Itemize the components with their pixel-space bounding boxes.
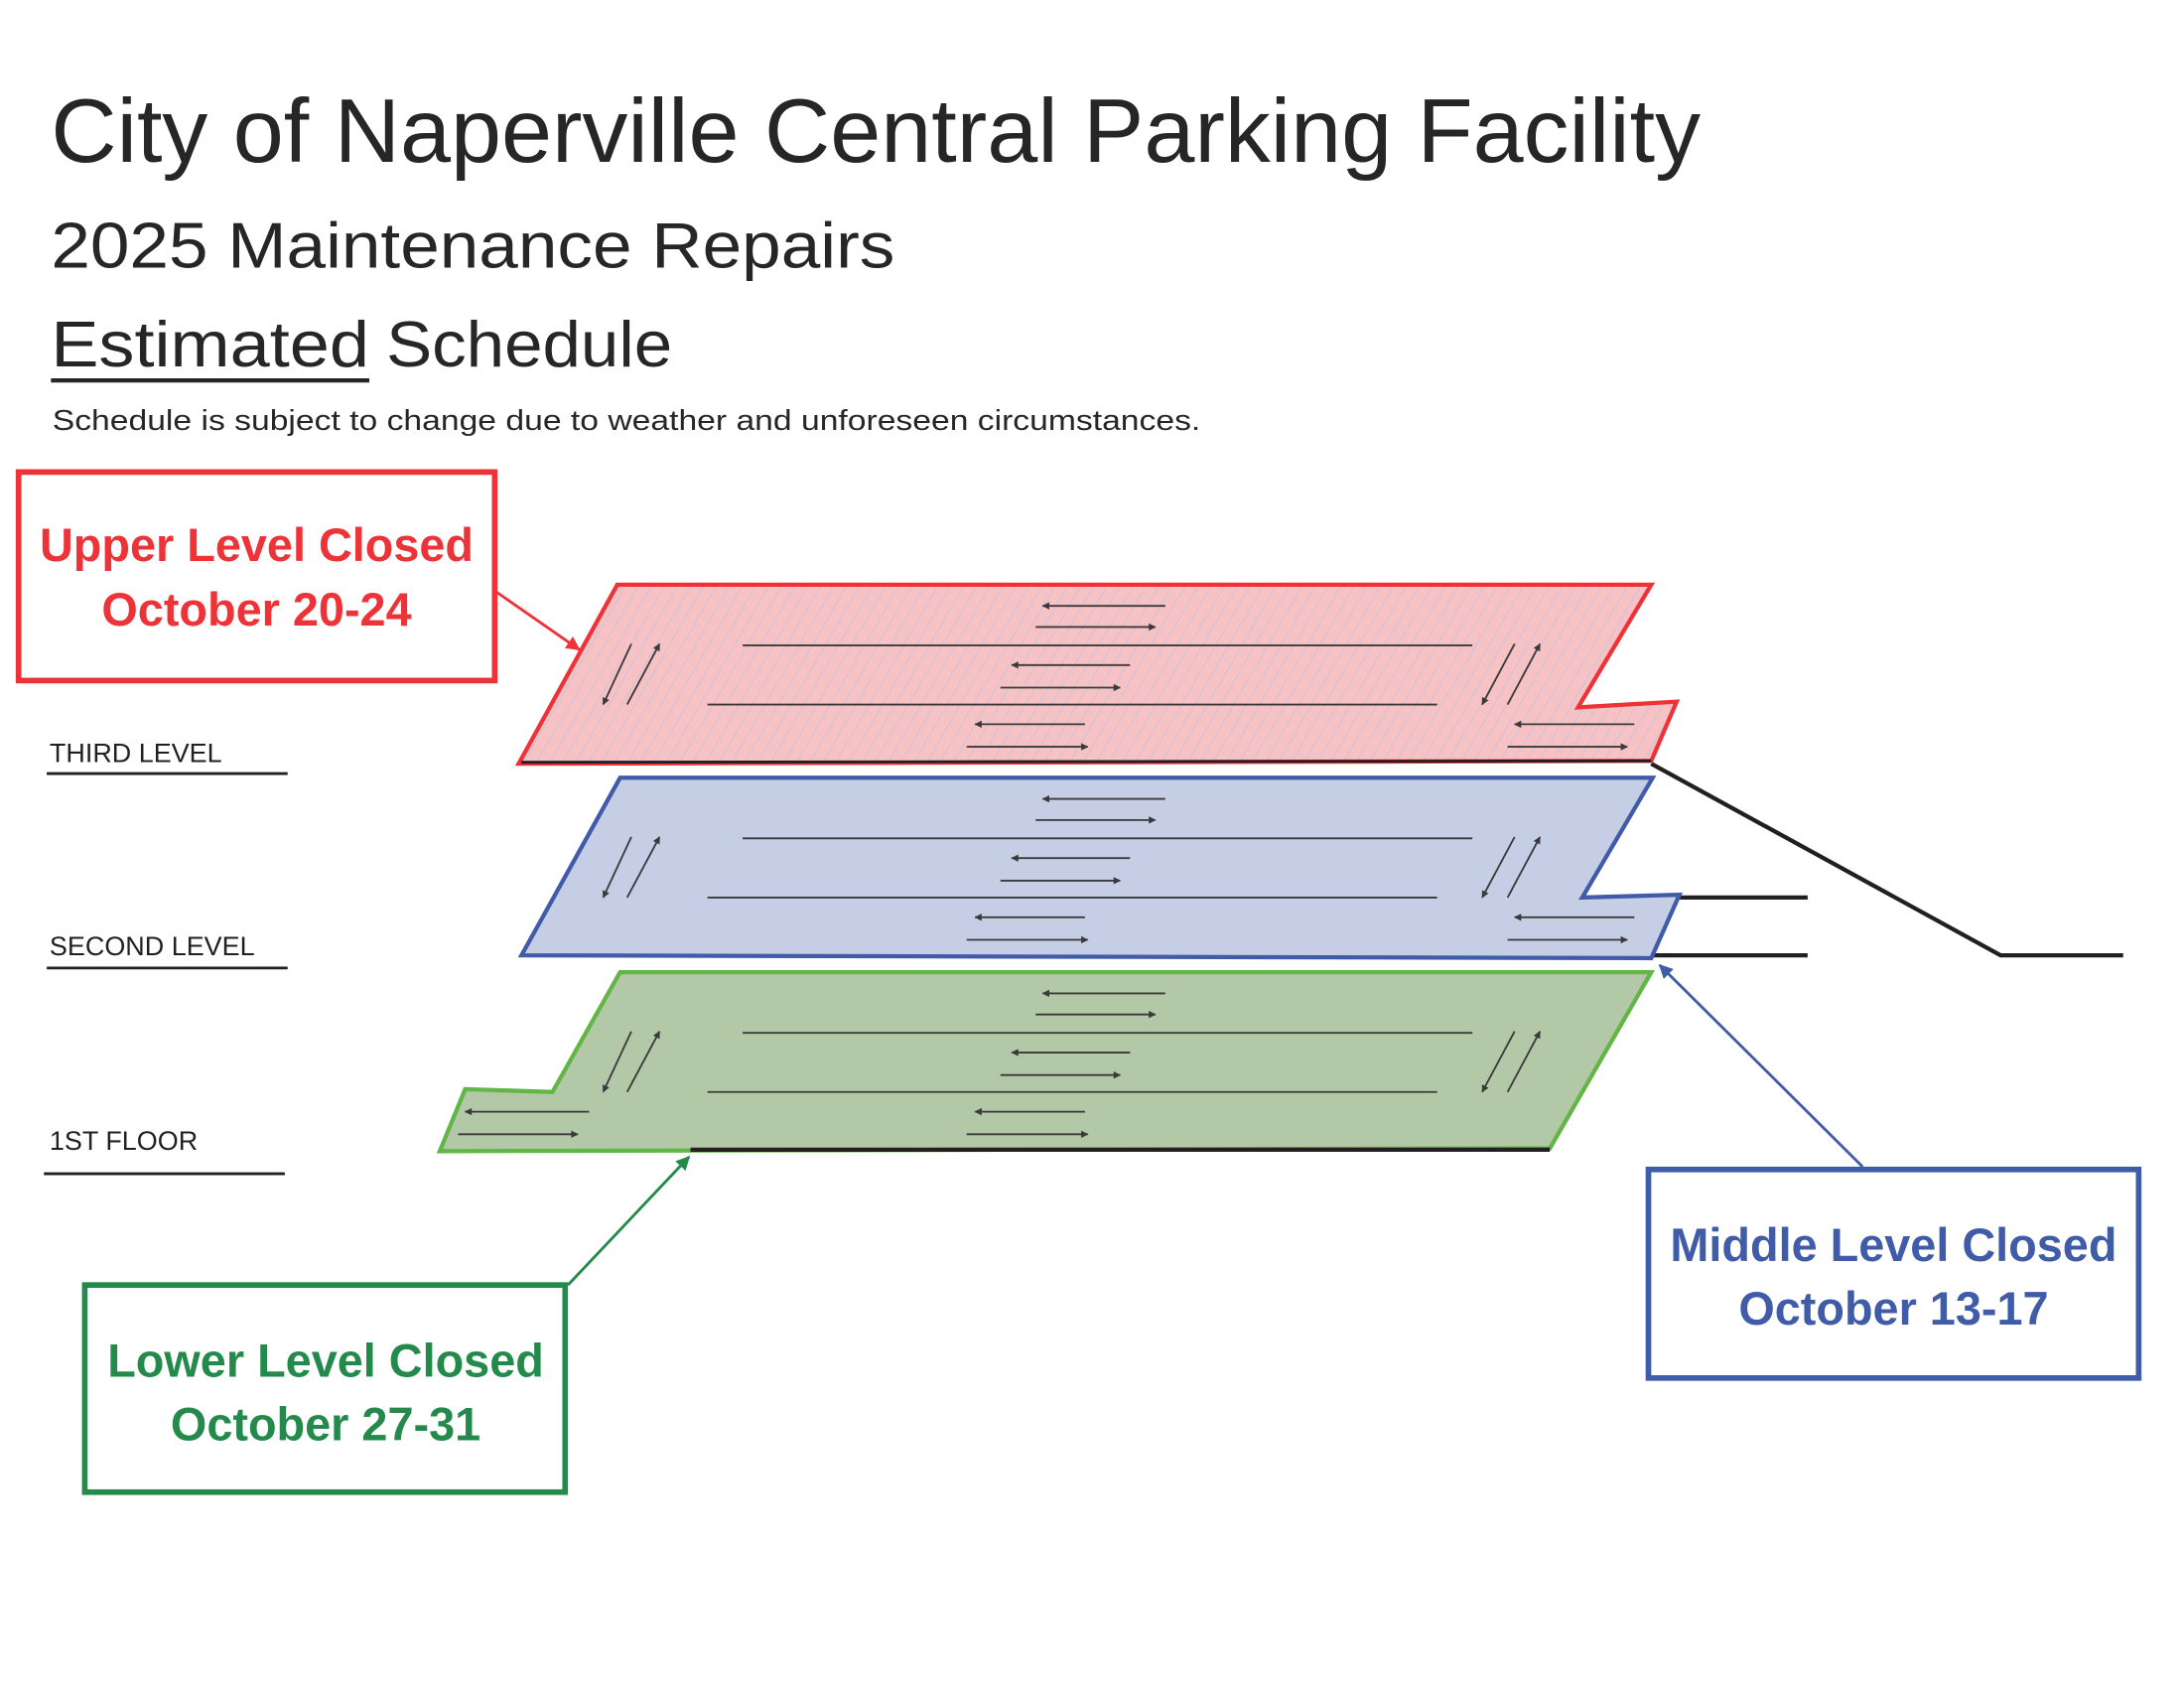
callout-middle-arrow (1658, 964, 1864, 1168)
page-subtitle: 2025 Maintenance Repairs (51, 210, 894, 282)
callout-lower-arrow (567, 1155, 691, 1287)
lower-level-slab (436, 970, 1656, 1154)
callout-lower: Lower Level Closed October 27-31 (81, 1155, 691, 1495)
level-label-second: SECOND LEVEL (50, 931, 255, 961)
ramp-line (1650, 762, 2123, 958)
ramp-arrow-down (602, 1031, 632, 1093)
callout-middle: Middle Level Closed October 13-17 (1645, 964, 2142, 1381)
callout-middle-title: Middle Level Closed (1670, 1219, 2116, 1271)
schedule-heading-schedule: Schedule (386, 308, 672, 380)
ramp-arrow-down (1481, 1031, 1516, 1093)
schedule-heading-estimated: Estimated (51, 308, 369, 380)
ramp-arrow-up (625, 642, 661, 705)
callout-middle-dates: October 13-17 (1738, 1283, 2048, 1335)
ramp-arrow-down (602, 643, 632, 706)
traffic-arrows (458, 602, 1635, 1139)
ramp-arrow-up (1506, 836, 1542, 899)
schedule-note: Schedule is subject to change due to wea… (53, 405, 1201, 437)
callout-lower-dates: October 27-31 (171, 1398, 480, 1450)
ramp-arrow-up (1506, 1031, 1542, 1093)
callout-lower-title: Lower Level Closed (107, 1335, 544, 1386)
callout-upper: Upper Level Closed October 20-24 (15, 469, 581, 684)
callout-upper-title: Upper Level Closed (40, 519, 474, 571)
ramp-arrow-down (1481, 643, 1516, 706)
ramp-arrow-up (625, 1031, 661, 1093)
level-label-third: THIRD LEVEL (50, 739, 222, 769)
ramp-arrow-down (602, 836, 632, 899)
callout-upper-arrow (494, 590, 581, 651)
page-title: City of Naperville Central Parking Facil… (51, 81, 1701, 182)
callout-upper-dates: October 20-24 (101, 584, 411, 635)
ramp-arrow-up (1506, 642, 1542, 705)
upper-level-slab (514, 582, 1681, 767)
ramp-arrow-up (625, 836, 661, 899)
middle-level-slab (517, 775, 1684, 961)
ramp-arrow-down (1481, 836, 1516, 899)
level-label-first: 1ST FLOOR (50, 1126, 198, 1156)
